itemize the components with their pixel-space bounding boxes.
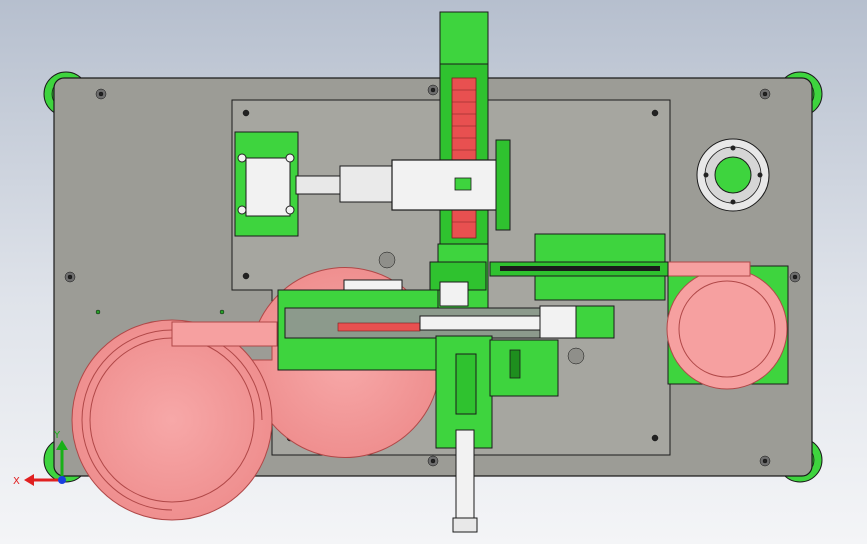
right-feed-bowl xyxy=(639,261,789,390)
vertical-chute xyxy=(439,11,489,245)
center-gripper xyxy=(343,243,489,315)
left-slide xyxy=(277,289,615,371)
left-clamp-module xyxy=(234,131,511,237)
y-axis-label: Y xyxy=(53,430,61,441)
x-axis-arrowhead xyxy=(24,474,34,486)
coordinate-triad: Y X xyxy=(13,430,68,487)
mounting-holes xyxy=(64,84,801,467)
round-flange xyxy=(696,138,770,212)
bottom-module xyxy=(435,335,559,533)
y-axis-arrowhead xyxy=(56,440,68,450)
right-slide xyxy=(489,233,669,301)
z-axis-dot xyxy=(58,476,66,484)
x-axis-label: X xyxy=(13,476,20,487)
